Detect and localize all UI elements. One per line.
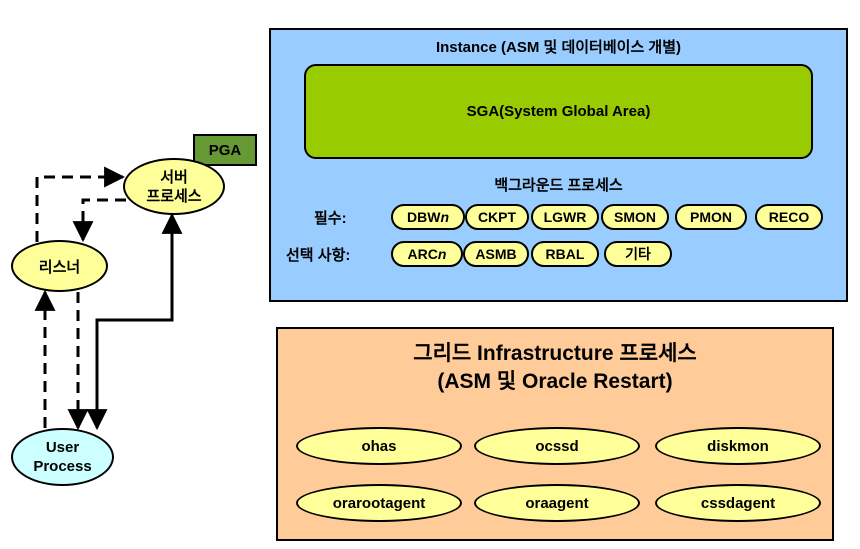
process-smon: SMON xyxy=(601,204,669,230)
process-pmon: PMON xyxy=(675,204,747,230)
process-other: 기타 xyxy=(604,241,672,267)
grid-panel: 그리드 Infrastructure 프로세스 (ASM 및 Oracle Re… xyxy=(276,327,834,541)
grid-process-ohas: ohas xyxy=(296,427,462,465)
process-reco: RECO xyxy=(755,204,823,230)
process-ckpt: CKPT xyxy=(465,204,529,230)
grid-process-ocssd: ocssd xyxy=(474,427,640,465)
grid-process-oraagent: oraagent xyxy=(474,484,640,522)
optional-label: 선택 사항: xyxy=(286,247,351,264)
sga-box: SGA(System Global Area) xyxy=(304,64,813,159)
required-label: 필수: xyxy=(314,210,347,227)
grid-process-cssdagent: cssdagent xyxy=(655,484,821,522)
background-process-title: 백그라운드 프로세스 xyxy=(494,176,623,194)
instance-panel: Instance (ASM 및 데이터베이스 개별) SGA(System Gl… xyxy=(269,28,848,302)
grid-title-line2: (ASM 및 Oracle Restart) xyxy=(437,370,673,393)
user-process: User Process xyxy=(11,428,114,486)
process-asmb: ASMB xyxy=(463,241,529,267)
user-label-line2: Process xyxy=(33,458,92,475)
listener: 리스너 xyxy=(11,240,108,292)
user-server-line xyxy=(86,212,183,431)
grid-title-line1: 그리드 Infrastructure 프로세스 xyxy=(413,342,697,365)
process-rbal: RBAL xyxy=(531,241,599,267)
server-process: 서버 프로세스 xyxy=(123,158,225,215)
grid-process-orarootagent: orarootagent xyxy=(296,484,462,522)
server-to-listener-line xyxy=(72,198,126,243)
grid-process-diskmon: diskmon xyxy=(655,427,821,465)
server-label-line2: 프로세스 xyxy=(146,187,202,205)
user-label-line1: User xyxy=(45,439,80,456)
process-lgwr: LGWR xyxy=(531,204,599,230)
pga-box: PGA xyxy=(193,134,257,166)
instance-title: Instance (ASM 및 데이터베이스 개별) xyxy=(435,38,682,56)
server-label-line1: 서버 xyxy=(160,168,188,186)
listener-to-server-line xyxy=(35,166,126,242)
